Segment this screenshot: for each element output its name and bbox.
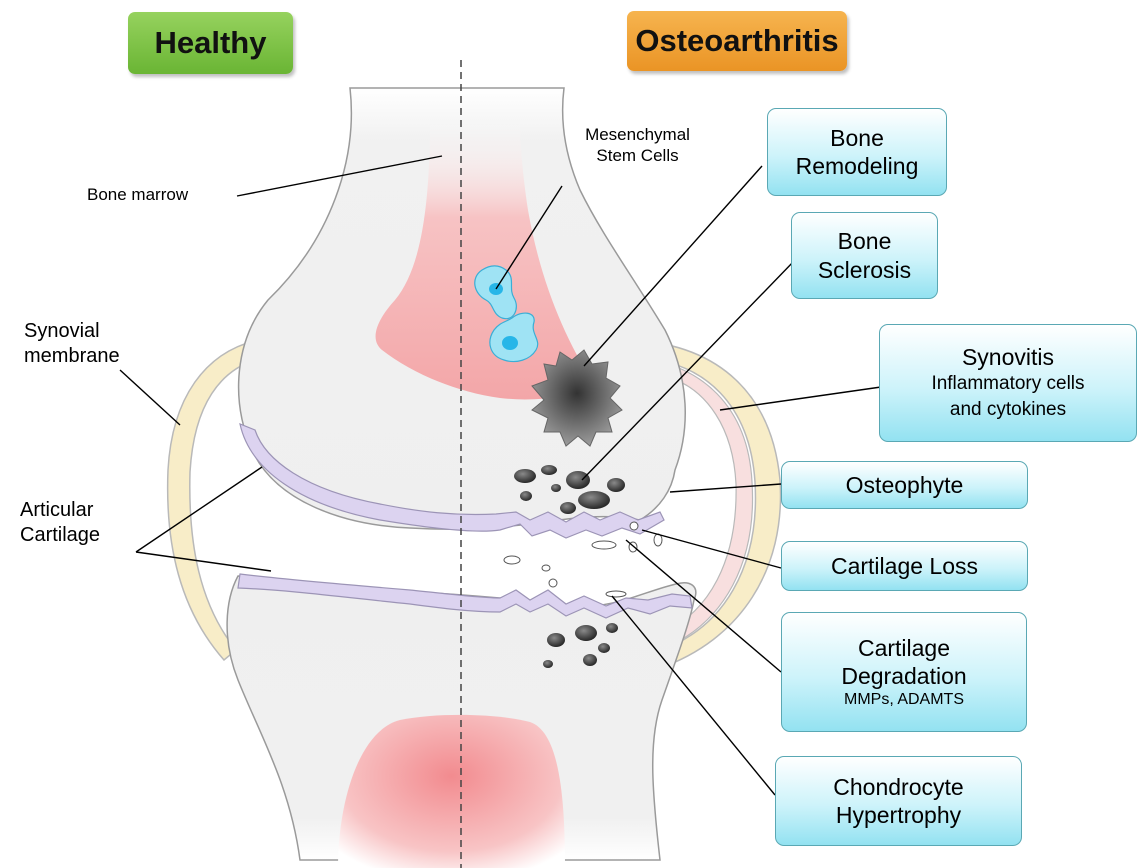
mesenchymal-line1: Mesenchymal	[565, 124, 710, 145]
osteophyte-title: Osteophyte	[846, 471, 964, 499]
bone-sclerosis-box: Bone Sclerosis	[791, 212, 938, 299]
synovial-membrane-label: Synovial membrane	[24, 319, 120, 369]
bone-sclerosis-line2: Sclerosis	[818, 256, 911, 284]
synovitis-box: Synovitis Inflammatory cells and cytokin…	[879, 324, 1137, 442]
bone-sclerosis-line1: Bone	[838, 227, 892, 255]
bone-remodeling-box: Bone Remodeling	[767, 108, 947, 196]
synovial-line2: membrane	[24, 344, 120, 369]
chondrocyte-hypertrophy-box: Chondrocyte Hypertrophy	[775, 756, 1022, 846]
cartilage-degradation-line1: Cartilage	[858, 634, 950, 662]
mesenchymal-stem-cells-label: Mesenchymal Stem Cells	[565, 124, 710, 167]
synovitis-title: Synovitis	[962, 343, 1054, 371]
osteophyte-box: Osteophyte	[781, 461, 1028, 509]
healthy-header: Healthy	[128, 12, 293, 74]
cartilage-loss-box: Cartilage Loss	[781, 541, 1028, 591]
bone-remodeling-line2: Remodeling	[796, 152, 919, 180]
cartilage-loss-title: Cartilage Loss	[831, 552, 978, 580]
cartilage-degradation-box: Cartilage Degradation MMPs, ADAMTS	[781, 612, 1027, 732]
bone-marrow-label: Bone marrow	[87, 184, 188, 205]
articular-cartilage-label: Articular Cartilage	[20, 498, 100, 548]
chondrocyte-hypertrophy-line2: Hypertrophy	[836, 801, 961, 829]
chondrocyte-hypertrophy-line1: Chondrocyte	[833, 773, 963, 801]
articular-line2: Cartilage	[20, 523, 100, 548]
synovial-line1: Synovial	[24, 319, 120, 344]
synovitis-line3: and cytokines	[950, 397, 1066, 423]
cartilage-degradation-line3: MMPs, ADAMTS	[844, 690, 964, 711]
synovitis-line2: Inflammatory cells	[931, 371, 1084, 397]
osteoarthritis-header: Osteoarthritis	[627, 11, 847, 71]
cartilage-degradation-line2: Degradation	[841, 662, 966, 690]
bone-remodeling-line1: Bone	[830, 124, 884, 152]
articular-line1: Articular	[20, 498, 100, 523]
mesenchymal-line2: Stem Cells	[565, 145, 710, 166]
